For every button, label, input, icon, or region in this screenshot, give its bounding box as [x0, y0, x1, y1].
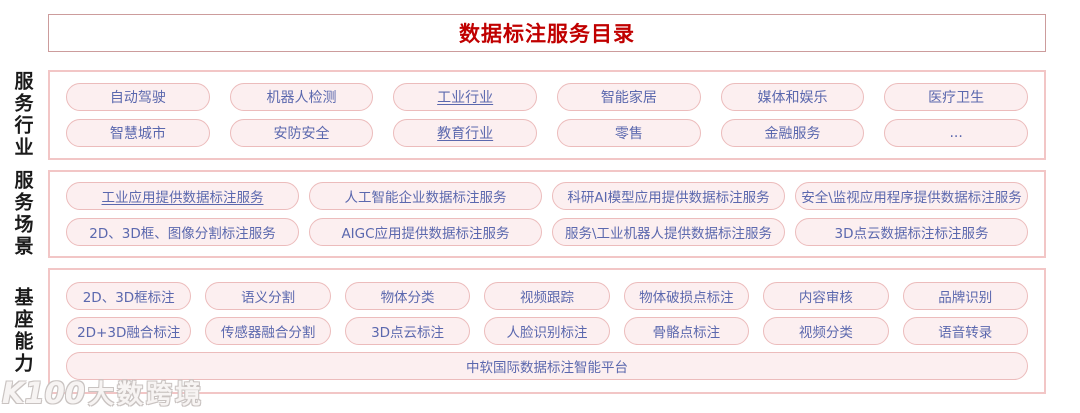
- item-pill: 传感器融合分割: [205, 317, 331, 345]
- item-pill: 自动驾驶: [66, 83, 210, 111]
- item-pill: 科研AI模型应用提供数据标注服务: [552, 182, 785, 210]
- platform-bar: 中软国际数据标注智能平台: [66, 352, 1028, 380]
- item-pill: 语义分割: [205, 282, 331, 310]
- item-pill: 安防安全: [229, 119, 374, 147]
- section-box-capabilities: 2D、3D框标注语义分割物体分类视频跟踪物体破损点标注内容审核品牌识别 2D+3D…: [48, 268, 1046, 394]
- item-pill: 安全\监视应用程序提供数据标注服务: [795, 182, 1028, 210]
- item-pill: 智慧城市: [66, 119, 210, 147]
- item-pill: 3D点云标注: [344, 317, 471, 345]
- item-pill: 2D、3D框、图像分割标注服务: [66, 218, 299, 246]
- item-pill: 物体分类: [344, 282, 471, 310]
- section-box-industries: 自动驾驶机器人检测工业行业智能家居媒体和娱乐医疗卫生智慧城市安防安全教育行业零售…: [48, 70, 1046, 160]
- item-pill: AIGC应用提供数据标注服务: [309, 218, 542, 246]
- item-pill: 教育行业: [393, 119, 537, 147]
- section-label-text: 服务行业: [11, 71, 34, 159]
- title-box: 数据标注服务目录: [48, 14, 1046, 52]
- pill-row: 工业应用提供数据标注服务人工智能企业数据标注服务科研AI模型应用提供数据标注服务…: [66, 182, 1028, 210]
- item-pill: 2D、3D框标注: [66, 282, 192, 310]
- section-label-text: 服务场景: [11, 170, 34, 258]
- item-pill: 工业应用提供数据标注服务: [66, 182, 299, 210]
- item-pill: 媒体和娱乐: [720, 83, 865, 111]
- item-pill: 金融服务: [720, 119, 865, 147]
- pill-row: 自动驾驶机器人检测工业行业智能家居媒体和娱乐医疗卫生: [66, 83, 1028, 111]
- section-label-industries: 服务行业: [4, 70, 42, 160]
- pill-row: 2D+3D融合标注传感器融合分割 3D点云标注人脸识别标注骨骼点标注视频分类语音转…: [66, 317, 1028, 345]
- item-pill: 机器人检测: [229, 83, 374, 111]
- item-pill: 内容审核: [763, 282, 889, 310]
- item-pill: 零售: [557, 119, 701, 147]
- item-pill: 人工智能企业数据标注服务: [309, 182, 542, 210]
- section-box-scenarios: 工业应用提供数据标注服务人工智能企业数据标注服务科研AI模型应用提供数据标注服务…: [48, 170, 1046, 258]
- section-label-capabilities: 基座能力: [4, 268, 42, 394]
- item-pill: 视频跟踪: [484, 282, 610, 310]
- item-pill: 人脸识别标注: [484, 317, 610, 345]
- item-pill: 医疗卫生: [884, 83, 1028, 111]
- item-pill: 品牌识别: [902, 282, 1028, 310]
- item-pill: 语音转录: [902, 317, 1028, 345]
- pill-row: 智慧城市安防安全教育行业零售金融服务...: [66, 119, 1028, 147]
- section-label-text: 基座能力: [11, 287, 34, 375]
- item-pill: ...: [884, 119, 1028, 147]
- item-pill: 3D点云数据标注标注服务: [795, 218, 1028, 246]
- item-pill: 视频分类: [763, 317, 889, 345]
- item-pill: 智能家居: [557, 83, 701, 111]
- section-label-scenarios: 服务场景: [4, 170, 42, 258]
- page-title: 数据标注服务目录: [459, 22, 635, 46]
- item-pill: 2D+3D融合标注: [66, 317, 192, 345]
- pill-row: 2D、3D框标注语义分割物体分类视频跟踪物体破损点标注内容审核品牌识别: [66, 282, 1028, 310]
- item-pill: 服务\工业机器人提供数据标注服务: [552, 218, 785, 246]
- pill-row: 2D、3D框、图像分割标注服务 AIGC应用提供数据标注服务服务\工业机器人提供数…: [66, 218, 1028, 246]
- item-pill: 骨骼点标注: [623, 317, 750, 345]
- item-pill: 物体破损点标注: [623, 282, 750, 310]
- item-pill: 工业行业: [393, 83, 537, 111]
